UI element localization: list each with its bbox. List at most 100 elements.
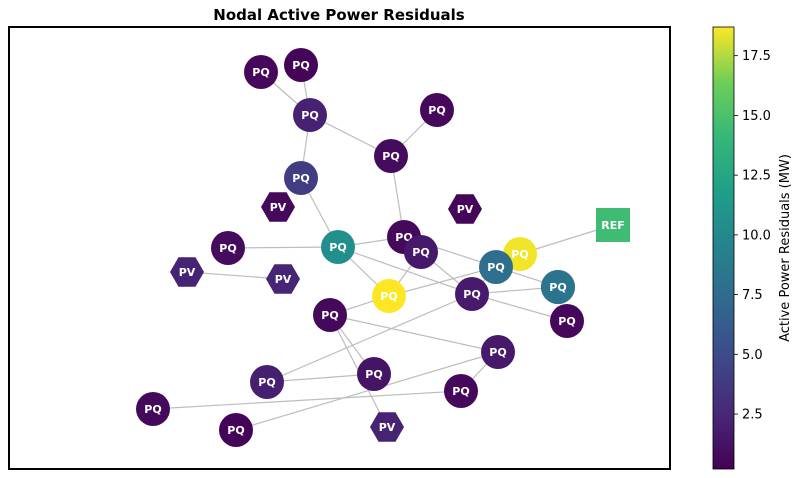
- node-n2: PQ: [284, 48, 318, 82]
- colorbar-tick-label: 15.0: [742, 109, 771, 124]
- colorbar-tick-label: 7.5: [742, 288, 763, 303]
- pq-bus-marker: [250, 365, 284, 399]
- node-n4: PQ: [420, 93, 454, 127]
- node-type-label: PQ: [558, 315, 575, 328]
- node-type-label: PQ: [511, 248, 528, 261]
- node-type-label: PQ: [428, 104, 445, 117]
- node-type-label: PQ: [144, 403, 161, 416]
- node-type-label: PQ: [329, 241, 346, 254]
- colorbar-tick-label: 12.5: [742, 169, 771, 184]
- pq-bus-marker: [372, 279, 406, 313]
- node-n21: PQ: [550, 304, 584, 338]
- edge-n17-n18: [388, 266, 497, 297]
- node-n28: PQ: [136, 392, 170, 426]
- edge-n27-n28: [152, 390, 462, 410]
- node-type-label: PV: [270, 201, 287, 214]
- pq-bus-marker: [481, 335, 515, 369]
- node-type-label: PQ: [258, 376, 275, 389]
- node-n30: PV: [370, 412, 404, 442]
- node-type-label: PQ: [382, 150, 399, 163]
- node-n9: PQ: [211, 231, 245, 265]
- node-type-label: PQ: [292, 172, 309, 185]
- colorbar-gradient: [712, 26, 735, 470]
- node-n3: PQ: [293, 98, 327, 132]
- node-type-label: PQ: [380, 290, 397, 303]
- pv-bus-marker: [261, 192, 295, 222]
- node-n22: PQ: [313, 298, 347, 332]
- node-n6: PQ: [284, 161, 318, 195]
- pq-bus-marker: [284, 161, 318, 195]
- colorbar-ticks: 2.5 5.0 7.5 10.0 12.5 15.0 17.5: [734, 49, 771, 423]
- node-type-label: PQ: [452, 385, 469, 398]
- colorbar-tick-label: 17.5: [742, 49, 771, 64]
- pq-bus-marker: [455, 277, 489, 311]
- pq-bus-marker: [244, 55, 278, 89]
- node-n26: PQ: [357, 357, 391, 391]
- node-n20: PQ: [541, 270, 575, 304]
- pq-bus-marker: [374, 139, 408, 173]
- node-type-label: PQ: [321, 309, 338, 322]
- node-type-label: PV: [179, 266, 196, 279]
- node-n8: PV: [448, 194, 482, 224]
- edge-n23-n29: [235, 351, 499, 431]
- node-n5: PQ: [374, 139, 408, 173]
- node-n1: PQ: [244, 55, 278, 89]
- node-type-label: PV: [275, 273, 292, 286]
- node-n29: PQ: [219, 413, 253, 447]
- node-type-label: PQ: [487, 261, 504, 274]
- pq-bus-marker: [541, 270, 575, 304]
- pq-bus-marker: [444, 374, 478, 408]
- node-n24: PQ: [455, 277, 489, 311]
- pv-bus-marker: [170, 257, 204, 287]
- pv-bus-marker: [448, 194, 482, 224]
- chart-title: Nodal Active Power Residuals: [213, 6, 464, 24]
- node-n18: PQ: [372, 279, 406, 313]
- pq-bus-marker: [404, 235, 438, 269]
- node-n16: PV: [266, 264, 300, 294]
- pq-bus-marker: [321, 230, 355, 264]
- nodes-layer: PQ PQ PQ PQ PQ PQ PV PV PQ PQ PQ PQ PQ REF PV PV PQ PQ PQ P…: [136, 48, 630, 447]
- node-n7: PV: [261, 192, 295, 222]
- node-n12: PQ: [404, 235, 438, 269]
- pq-bus-marker: [136, 392, 170, 426]
- edge-n10-n24: [337, 246, 473, 295]
- node-type-label: PQ: [227, 424, 244, 437]
- node-type-label: PQ: [252, 66, 269, 79]
- node-type-label: PV: [379, 421, 396, 434]
- pq-bus-marker: [550, 304, 584, 338]
- node-type-label: REF: [601, 219, 625, 232]
- edge-n24-n25: [266, 293, 473, 383]
- node-type-label: PQ: [292, 59, 309, 72]
- node-type-label: PV: [457, 203, 474, 216]
- edge-n22-n23: [329, 314, 499, 353]
- colorbar-label: Active Power Residuals (MW): [778, 154, 793, 342]
- node-type-label: PQ: [489, 346, 506, 359]
- pv-bus-marker: [266, 264, 300, 294]
- edge-n10-n9: [227, 246, 339, 249]
- node-type-label: PQ: [549, 281, 566, 294]
- node-n25: PQ: [250, 365, 284, 399]
- node-type-label: PQ: [219, 242, 236, 255]
- node-n17: PQ: [479, 250, 513, 284]
- pq-bus-marker: [284, 48, 318, 82]
- colorbar: 2.5 5.0 7.5 10.0 12.5 15.0 17.5 Active Power R…: [712, 26, 793, 470]
- node-n14: REF: [596, 208, 630, 242]
- node-type-label: PQ: [412, 246, 429, 259]
- node-n10: PQ: [321, 230, 355, 264]
- node-type-label: PQ: [301, 109, 318, 122]
- pq-bus-marker: [420, 93, 454, 127]
- edge-n26-n25: [266, 373, 375, 383]
- colorbar-tick-label: 5.0: [742, 348, 763, 363]
- colorbar-tick-label: 2.5: [742, 408, 763, 423]
- node-n15: PV: [170, 257, 204, 287]
- pq-bus-marker: [357, 357, 391, 391]
- ref-bus-marker: [596, 208, 630, 242]
- pq-bus-marker: [219, 413, 253, 447]
- node-type-label: PQ: [365, 368, 382, 381]
- pv-bus-marker: [370, 412, 404, 442]
- pq-bus-marker: [211, 231, 245, 265]
- pq-bus-marker: [479, 250, 513, 284]
- node-n27: PQ: [444, 374, 478, 408]
- colorbar-tick-label: 10.0: [742, 228, 771, 243]
